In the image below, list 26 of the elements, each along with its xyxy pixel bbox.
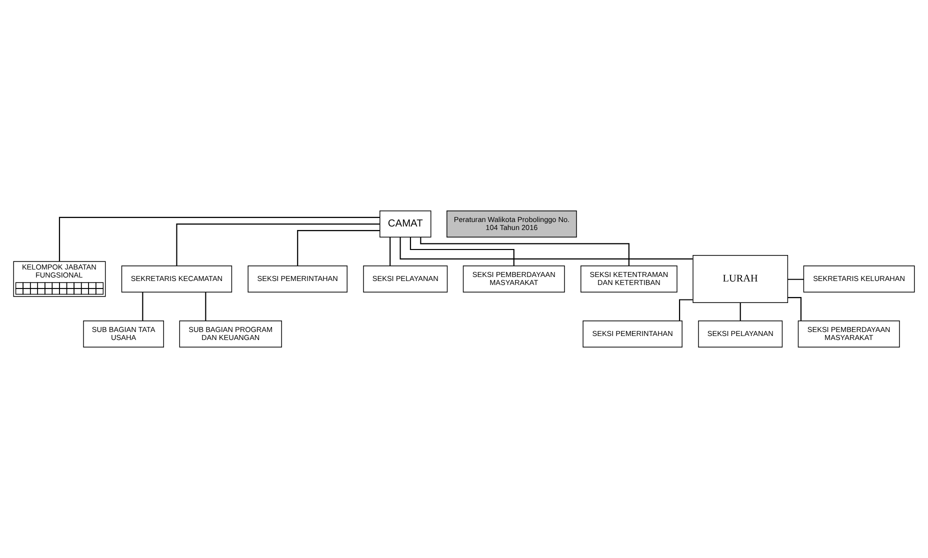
connector [205,292,206,321]
node-box: SEKSI PELAYANAN [363,266,448,292]
node-box: SEKRETARIS KELURAHAN [803,266,915,292]
connector [788,297,802,321]
node-box: SUB BAGIAN TATA USAHA [83,320,164,348]
node-box: SUB BAGIAN PROGRAM DAN KEUANGAN [179,320,282,348]
node-box: SEKSI PEMBERDAYAAN MASYARAKAT [798,320,900,348]
node-box: SEKSI PEMERINTAHAN [582,320,682,348]
connector [142,292,144,321]
connector [420,237,630,266]
connector [410,237,514,266]
connector [788,278,804,280]
node-box: SEKSI PEMERINTAHAN [248,266,348,292]
connector [390,237,391,266]
connector [400,237,693,260]
connector [297,230,380,266]
connector [58,216,380,262]
node-box: LURAH [692,254,788,304]
node-box: SEKRETARIS KECAMATAN [121,266,232,292]
node-box: SEKSI PEMBERDAYAAN MASYARAKAT [462,266,565,292]
node-box: SEKSI PELAYANAN [698,320,783,348]
node-box: CAMAT [380,210,432,238]
connector [740,302,741,321]
connector [176,223,380,266]
node-box: SEKSI KETENTRAMAN DAN KETERTIBAN [580,266,678,292]
node-box: Peraturan Walikota Probolinggo No. 104 Tahun 2016 [446,210,577,238]
